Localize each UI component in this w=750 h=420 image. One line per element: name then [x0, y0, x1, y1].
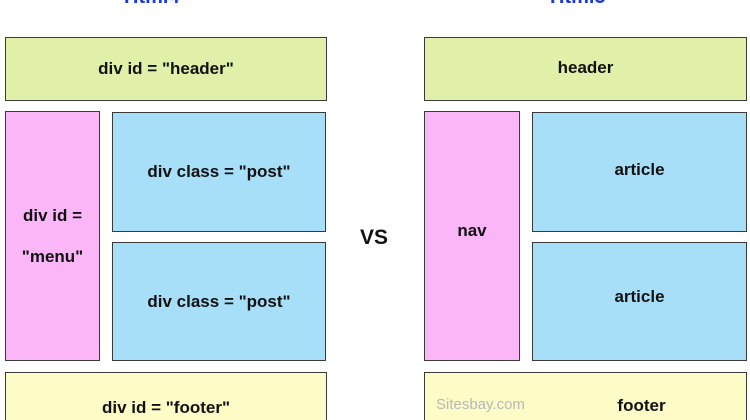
vs-label: VS [360, 226, 389, 249]
html5-heading: Html5 [550, 0, 606, 9]
html4-post-label-1: div class = "post" [147, 162, 291, 181]
html5-nav-box: nav [424, 111, 520, 361]
html5-header-label: header [557, 58, 614, 77]
html5-article-box-2: article [532, 242, 747, 361]
html4-menu-box: div id = "menu" [5, 111, 100, 361]
html4-post-label-2: div class = "post" [147, 291, 291, 311]
html5-article-label-1: article [614, 160, 665, 179]
html4-heading: Html4 [124, 0, 180, 9]
html4-header-box: div id = "header" [5, 37, 327, 101]
html5-footer-label: footer [617, 395, 666, 415]
html5-footer-box: footer [424, 372, 747, 420]
html4-header-label: div id = "header" [98, 59, 234, 78]
html5-article-box-1: article [532, 112, 747, 232]
html5-header-box: header [424, 37, 747, 101]
html4-footer-label: div id = "footer" [101, 397, 231, 417]
html5-nav-label: nav [457, 220, 487, 240]
html4-footer-box: div id = "footer" [5, 372, 327, 420]
html4-menu-label-line2: "menu" [21, 247, 84, 266]
html4-post-box-2: div class = "post" [112, 242, 326, 361]
watermark-text: Sitesbay.com [436, 396, 525, 413]
html4-menu-label-line1: div id = [22, 206, 83, 225]
html5-article-label-2: article [614, 286, 665, 306]
html4-post-box-1: div class = "post" [112, 112, 326, 232]
